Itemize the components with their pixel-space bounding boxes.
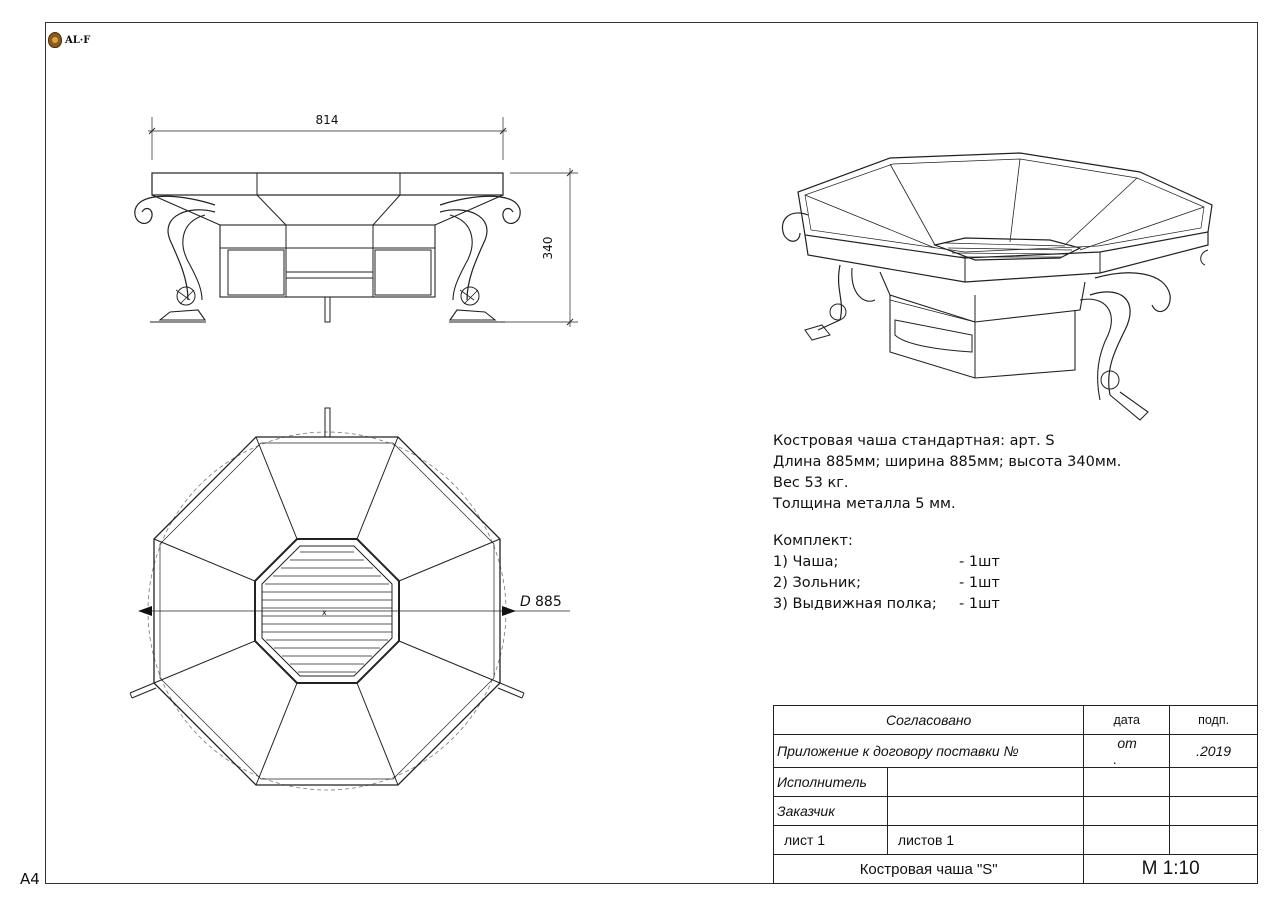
isometric-view	[781, 152, 1213, 421]
sheet-sign	[1169, 825, 1258, 855]
customer-value	[886, 796, 1085, 826]
date-from: от	[1117, 735, 1137, 751]
kit-item-qty: - 1шт	[959, 596, 1000, 612]
date-year: .2019	[1169, 734, 1258, 768]
right-leg	[439, 195, 521, 323]
date-from-cell: от .	[1083, 734, 1171, 768]
sign-header: подп.	[1169, 705, 1258, 735]
length-dimension: 814	[148, 113, 507, 160]
appendix-label: Приложение к договору поставки №	[772, 734, 1085, 768]
customer-sign	[1169, 796, 1258, 826]
specification-text: Костровая чаша стандартная: арт. S Длина…	[773, 431, 1121, 615]
executor-label: Исполнитель	[773, 767, 888, 797]
sheet-date	[1083, 825, 1171, 855]
grate	[262, 551, 392, 673]
kit-item: 2) Зольник; - 1шт	[773, 573, 1121, 594]
diameter-value: 885	[535, 594, 562, 610]
kit-item: 3) Выдвижная полка; - 1шт	[773, 594, 1121, 615]
logo-text: AL·F	[65, 34, 91, 46]
executor-date	[1083, 767, 1171, 797]
kit-item-name: 2) Зольник;	[773, 575, 862, 591]
kit-item-name: 1) Чаша;	[773, 554, 839, 570]
date-header: дата	[1083, 705, 1171, 735]
agreed-label: Согласовано	[772, 705, 1085, 735]
lion-emblem-icon	[48, 32, 62, 48]
sheet-format-label: A4	[20, 870, 40, 888]
date-dot: .	[1113, 751, 1118, 767]
kit-item-qty: - 1шт	[959, 575, 1000, 591]
customer-label: Заказчик	[773, 796, 888, 826]
product-name: Костровая чаша "S"	[772, 854, 1085, 884]
kit-title: Комплект:	[773, 533, 853, 549]
spec-thickness-line: Толщина металла 5 мм.	[773, 496, 956, 512]
customer-date	[1083, 796, 1171, 826]
front-view: 814 340	[134, 113, 578, 327]
scale-label: М 1:10	[1083, 854, 1258, 884]
title-block: Согласовано дата подп. Приложение к дого…	[772, 705, 1258, 884]
spec-title-line: Костровая чаша стандартная: арт. S	[773, 433, 1055, 449]
top-view: x D 885	[129, 407, 570, 791]
company-logo: AL·F	[48, 32, 90, 48]
diameter-symbol: D	[520, 594, 531, 610]
executor-value	[886, 767, 1085, 797]
svg-text:x: x	[322, 608, 327, 617]
height-value: 340	[541, 237, 555, 260]
sheet-number: лист 1	[773, 825, 888, 855]
executor-sign	[1169, 767, 1258, 797]
sheet-frame	[45, 22, 1258, 884]
kit-item-name: 3) Выдвижная полка;	[773, 596, 937, 612]
kit-item: 1) Чаша; - 1шт	[773, 552, 1121, 573]
sheets-total: листов 1	[886, 825, 1085, 855]
length-value: 814	[316, 113, 339, 127]
height-dimension: 340	[500, 168, 578, 327]
spec-size-line: Длина 885мм; ширина 885мм; высота 340мм.	[773, 454, 1122, 470]
spec-weight-line: Вес 53 кг.	[773, 475, 849, 491]
kit-item-qty: - 1шт	[959, 554, 1000, 570]
left-leg	[134, 195, 216, 323]
